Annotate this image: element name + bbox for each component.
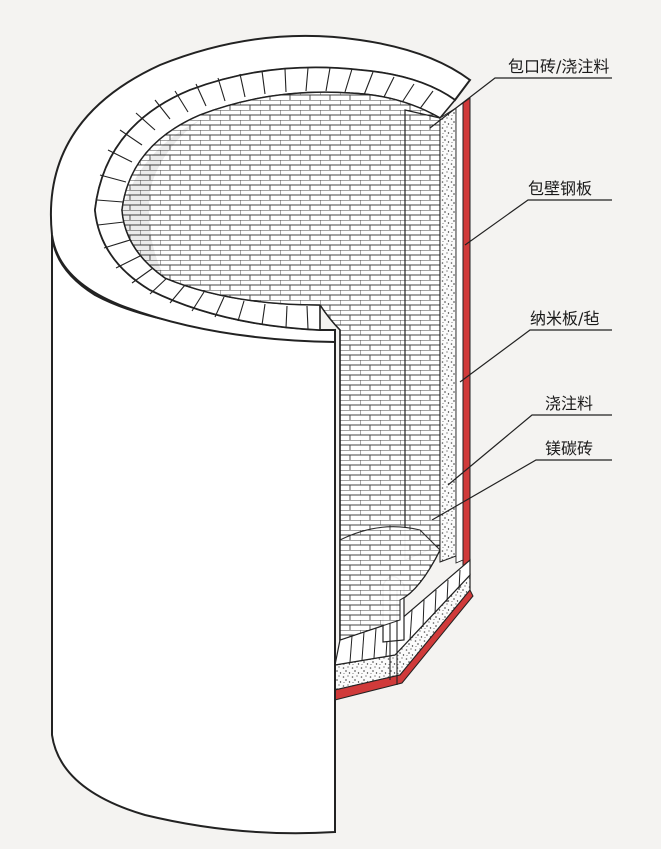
label-mgo-c-brick: 镁碳砖 [545,439,593,458]
label-castable: 浇注料 [545,394,593,413]
label-steel-shell: 包壁钢板 [528,179,592,198]
nano-board-layer [455,102,464,564]
label-nano-board: 纳米板/毡 [530,309,599,328]
mouth-brick-ring [94,66,457,331]
steel-shell-layer [462,97,471,579]
label-mouth-brick: 包口砖/浇注料 [508,57,609,76]
ladle-outer-shell [51,234,336,835]
leader-lines [429,77,612,521]
castable-layer [439,107,457,563]
ladle-bottom [334,526,474,701]
mgo-c-brick-layer [404,109,441,561]
